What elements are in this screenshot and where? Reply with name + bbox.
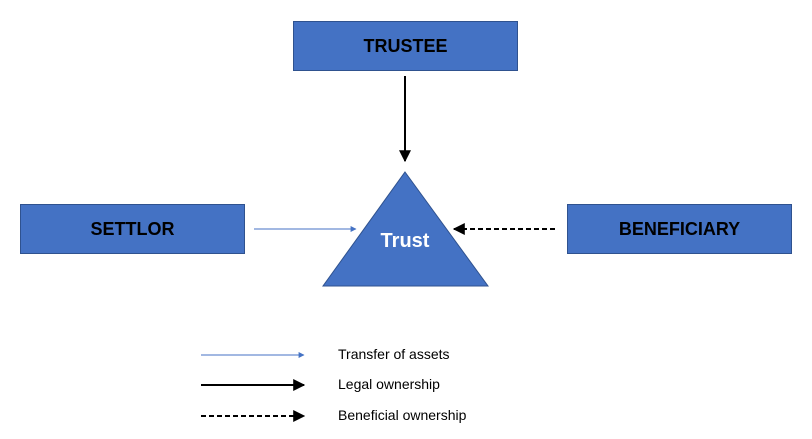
trust-triangle [322,171,489,287]
legend-transfer-label: Transfer of assets [338,346,450,362]
legend-beneficial-label: Beneficial ownership [338,407,467,423]
trust-label: Trust [380,230,430,252]
beneficiary-label: BENEFICIARY [618,218,741,239]
trustee-box: TRUSTEE [293,21,518,71]
beneficiary-box: BENEFICIARY [567,204,792,254]
trustee-label: TRUSTEE [363,35,448,56]
settlor-box: SETTLOR [20,204,245,254]
legend-legal-label: Legal ownership [338,376,440,392]
settlor-label: SETTLOR [90,218,175,239]
